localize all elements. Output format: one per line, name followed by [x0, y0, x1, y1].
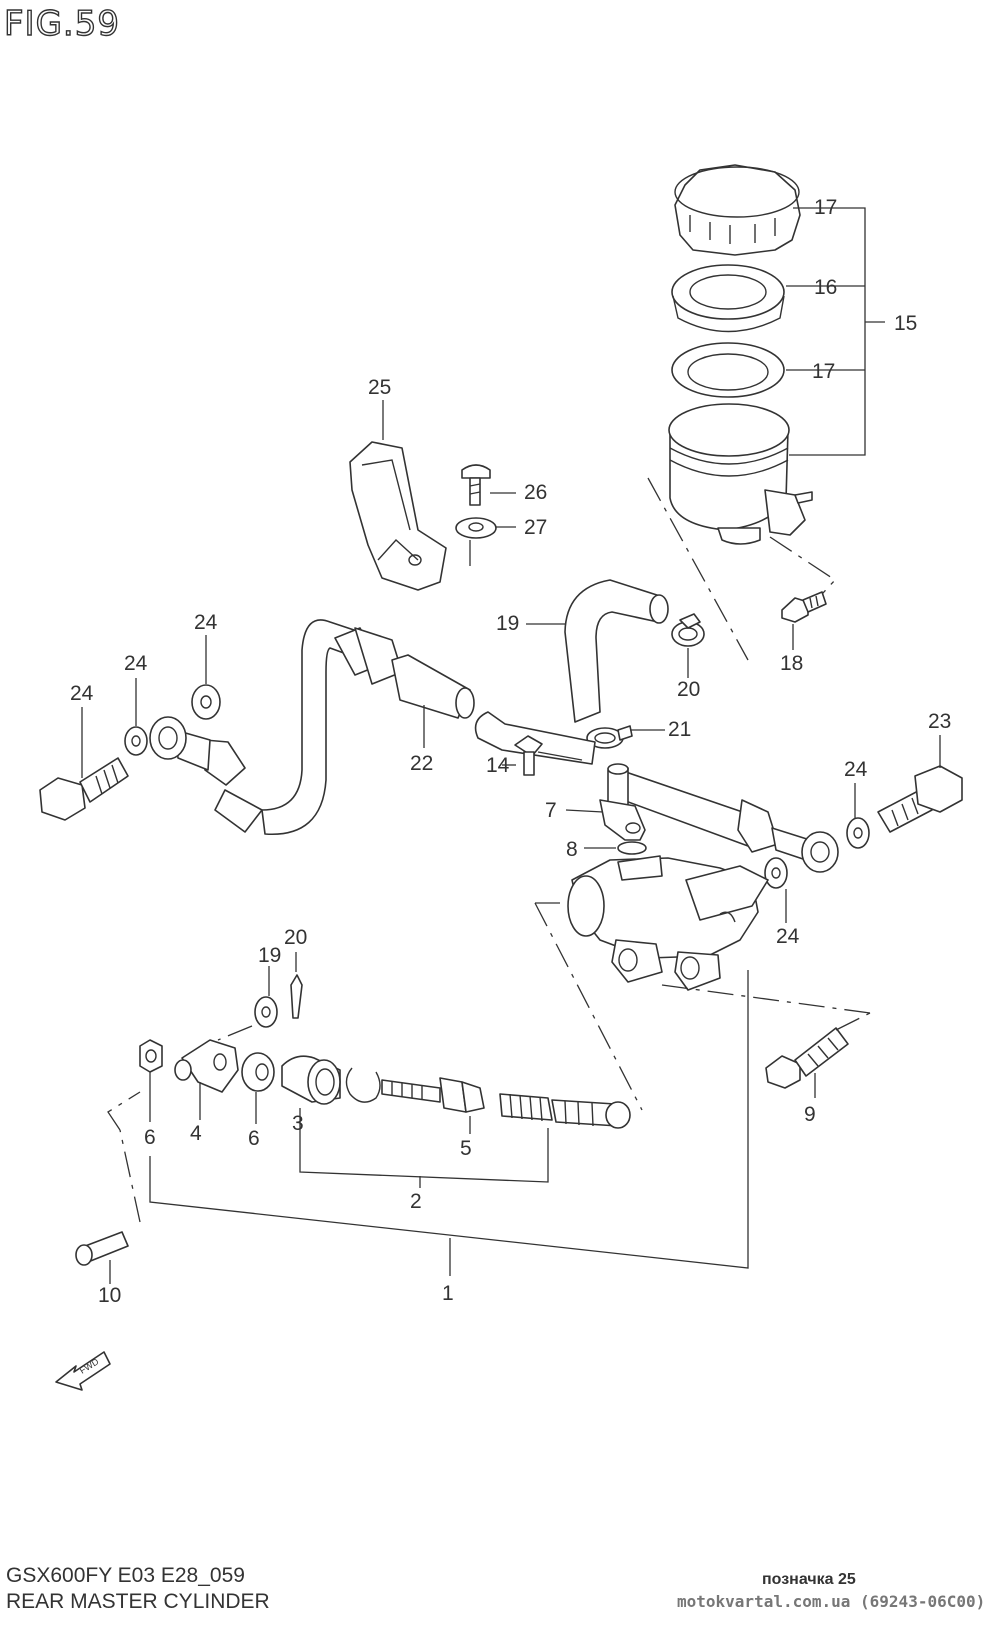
callout-25: 25 [368, 376, 391, 399]
brake-hose[interactable] [204, 619, 779, 853]
reservoir-tank[interactable] [668, 403, 813, 545]
assembly-line [835, 1012, 871, 1031]
watermark: motokvartal.com.ua (69243-06C00) [677, 1592, 986, 1611]
fwd-direction-badge: FWD [55, 1351, 111, 1391]
callout-11: 15 [894, 312, 917, 335]
callout-26: 26 [524, 481, 547, 504]
callout-21: 22 [410, 752, 433, 775]
piston-cup-set[interactable] [499, 1093, 631, 1129]
model-code: GSX600FY E03 E28_059 [6, 1564, 245, 1587]
figure-title: FIG.59 [3, 3, 121, 44]
callout-24-right: 24 [844, 758, 868, 781]
nut-6-right[interactable] [241, 1052, 275, 1092]
bracket-2 [299, 1108, 549, 1183]
callout-5: 5 [460, 1137, 472, 1160]
washer-19[interactable] [254, 996, 278, 1028]
union-bolt-22[interactable] [877, 765, 963, 833]
assembly-line [535, 902, 871, 1014]
gasket-24-a[interactable] [124, 726, 148, 756]
callout-6-left: 6 [144, 1126, 156, 1149]
boot[interactable] [281, 1055, 341, 1105]
rod-joint[interactable] [174, 1039, 239, 1093]
banjo-fitting-right[interactable] [771, 827, 839, 873]
banjo-fitting-left[interactable] [149, 716, 211, 771]
clamp-17-lower[interactable] [586, 725, 633, 749]
bolt-10[interactable] [765, 1027, 849, 1089]
callout-17-lower: 21 [668, 718, 691, 741]
callout-27: 27 [524, 516, 547, 539]
clamp-17-upper[interactable] [671, 613, 705, 647]
o-ring[interactable] [617, 841, 647, 855]
callout-14: 17 [814, 196, 837, 219]
callout-4: 4 [190, 1122, 202, 1145]
callout-23: 24 [70, 682, 94, 705]
bracket-1 [149, 970, 749, 1269]
cotter-pin[interactable] [290, 974, 303, 1019]
callout-19: 19 [258, 944, 281, 967]
reservoir-plate[interactable] [671, 264, 785, 333]
figure-caption: REAR MASTER CYLINDER [6, 1590, 270, 1613]
callout-8: 8 [566, 838, 578, 861]
marker-label: позначка 25 [762, 1571, 856, 1588]
bracket-11 [789, 207, 866, 456]
screw-26[interactable] [461, 464, 491, 506]
callout-20: 20 [284, 926, 307, 949]
gasket-24-b[interactable] [191, 684, 221, 720]
callout-24-top: 24 [194, 611, 218, 634]
assembly-line [647, 477, 749, 661]
screw-9[interactable] [514, 735, 543, 776]
assembly-line [119, 1129, 141, 1223]
callout-15: 18 [780, 652, 803, 675]
callout-17-upper: 20 [677, 678, 700, 701]
callout-3: 3 [292, 1112, 304, 1135]
callout-labels: 17 16 15 17 25 26 27 19 24 18 24 20 24 2… [70, 196, 951, 1307]
gasket-24-c[interactable] [846, 817, 870, 849]
pin-18[interactable] [75, 1231, 129, 1266]
callout-24-bottom: 24 [776, 925, 800, 948]
assembly-line [534, 902, 643, 1111]
callout-16: 19 [496, 612, 519, 635]
push-rod[interactable] [381, 1077, 485, 1113]
callout-24-left: 24 [124, 652, 148, 675]
callout-7: 7 [545, 799, 557, 822]
assembly-line [217, 1025, 253, 1041]
callout-10: 9 [804, 1103, 816, 1126]
bolt-15[interactable] [781, 591, 827, 623]
callout-9: 14 [486, 754, 510, 777]
assembly-line [107, 1091, 141, 1131]
callout-12: 16 [814, 276, 837, 299]
hose-connector[interactable] [599, 763, 646, 841]
reservoir-diaphragm[interactable] [671, 342, 785, 398]
union-bolt-23[interactable] [39, 757, 129, 821]
callout-1: 1 [442, 1282, 454, 1305]
gasket-24-d[interactable] [764, 857, 788, 889]
callout-6-right: 6 [248, 1127, 260, 1150]
callout-13: 17 [812, 360, 835, 383]
callout-18: 10 [98, 1284, 121, 1307]
master-cylinder-body[interactable] [567, 855, 769, 991]
nut-6-left[interactable] [139, 1039, 163, 1073]
washer-27[interactable] [455, 517, 497, 539]
reservoir-cap[interactable] [674, 164, 801, 256]
callout-22: 23 [928, 710, 951, 733]
assembly-line [769, 536, 836, 606]
reservoir-hose[interactable] [564, 579, 669, 723]
circlip[interactable] [345, 1067, 381, 1103]
callout-2: 2 [410, 1190, 422, 1213]
reservoir-cover[interactable] [349, 441, 447, 591]
